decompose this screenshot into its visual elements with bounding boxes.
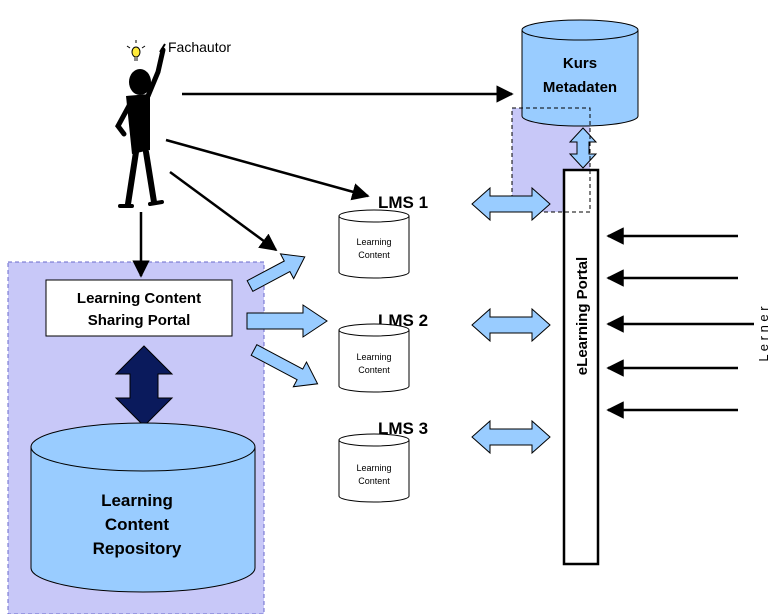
elearning-portal-box [562, 168, 600, 566]
portal-dashed-outline [511, 107, 591, 213]
sharing-portal-line1: Learning Content [77, 290, 201, 307]
lms3-portal-double-arrow [471, 419, 551, 455]
learner-arrows [606, 227, 754, 419]
sharing-to-lms3-arrow [250, 344, 319, 388]
lms3-content-database-icon [338, 433, 410, 503]
lms3-content-line2: Content [358, 476, 390, 486]
lms1-portal-double-arrow [471, 186, 551, 222]
lms2-portal-double-arrow [471, 307, 551, 343]
learner-label: L e r n e r [756, 306, 771, 362]
repository-line2: Content [105, 515, 170, 534]
lms1-content-line1: Learning [356, 237, 391, 247]
metadata-database-icon [521, 19, 639, 127]
sharing-to-lms2-arrow [246, 304, 328, 338]
lms1-content-database-icon [338, 209, 410, 279]
sharing-portal-box [45, 279, 233, 337]
repository-line3: Repository [93, 539, 182, 558]
sharing-to-lms1-arrow [246, 253, 306, 292]
lms1-label: LMS 1 [378, 193, 428, 212]
author-figure-icon [115, 40, 166, 208]
lms3-content-line1: Learning [356, 463, 391, 473]
lms1-content-line2: Content [358, 250, 390, 260]
metadata-title-line1: Kurs [563, 55, 597, 72]
metadata-title-line2: Metadaten [543, 79, 617, 96]
lms3-label: LMS 3 [378, 419, 428, 438]
sharing-portal-line2: Sharing Portal [88, 312, 191, 329]
lms2-content-line1: Learning [356, 352, 391, 362]
lms2-content-database-icon [338, 323, 410, 393]
arrow-author-to-content [169, 170, 278, 252]
repository-database-icon [30, 422, 256, 593]
arrow-author-to-lms1 [165, 138, 370, 201]
author-label: Fachautor [168, 39, 231, 55]
lms2-content-line2: Content [358, 365, 390, 375]
elearning-portal-label: eLearning Portal [574, 257, 591, 375]
repository-line1: Learning [101, 491, 173, 510]
